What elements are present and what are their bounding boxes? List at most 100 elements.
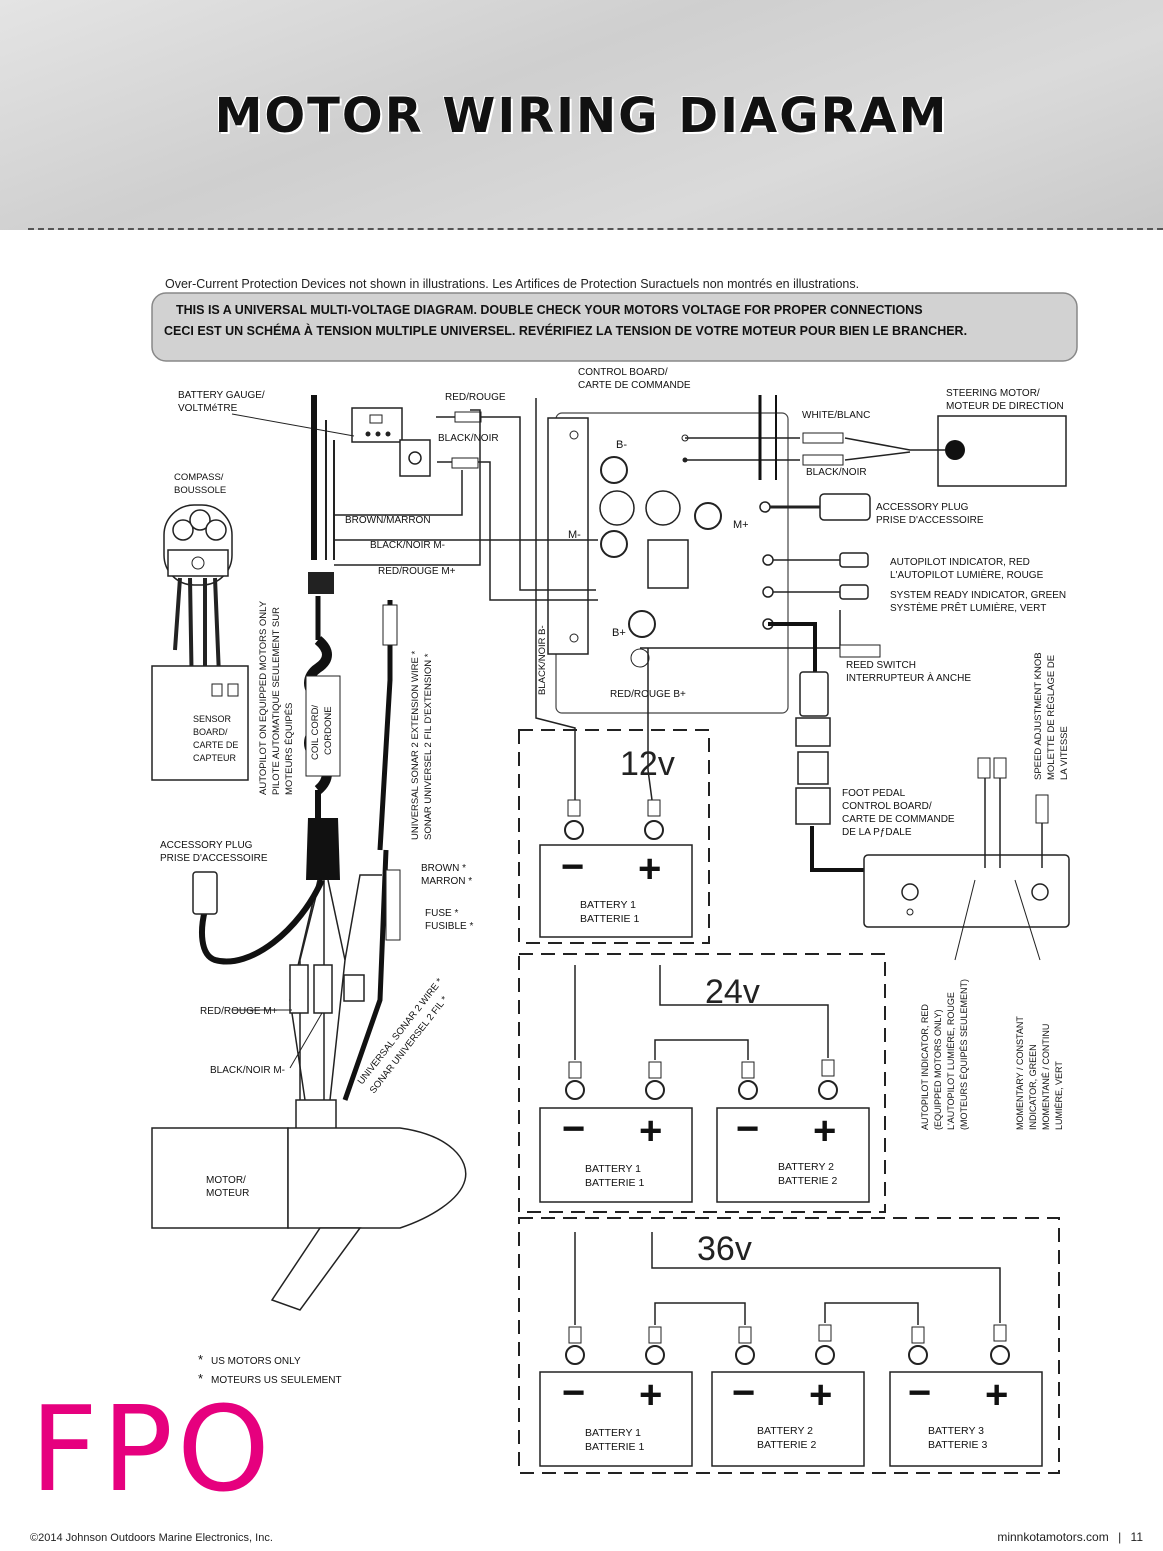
label-moteur: MOTEUR (206, 1188, 249, 1199)
label-mom-v4: LUMIÈRE, VERT (1054, 1061, 1064, 1130)
label-speed-3: LA VITESSE (1059, 726, 1070, 780)
b36-2-minus: − (732, 1371, 755, 1415)
label-black-noir-b: BLACK/NOIR B- (537, 625, 548, 695)
autopilot-led (839, 552, 869, 568)
label-red-rouge-top: RED/ROUGE (445, 392, 506, 403)
label-mom-v1: MOMENTARY / CONSTANT (1015, 1016, 1025, 1130)
b12-1-plus: + (638, 847, 661, 891)
foot-pedal-connector (795, 671, 831, 825)
label-red-rouge-m: RED/ROUGE M+ (378, 566, 456, 577)
asterisk-2: * (198, 1371, 203, 1386)
label-black-noir-steer: BLACK/NOIR (806, 467, 867, 478)
section-12v (518, 729, 710, 944)
header-divider (28, 228, 1163, 230)
cable-boot (306, 818, 340, 880)
battery-36v-2 (711, 1324, 865, 1467)
accessory-plug-right (819, 493, 871, 521)
label-foot-pedal: FOOT PEDAL (842, 788, 906, 799)
label-system-ready-2: SYSTÈME PRÊT LUMIÈRE, VERT (890, 601, 1046, 614)
label-red-rouge-m-left: RED/ROUGE M+ (200, 1006, 278, 1017)
label-accessory-left-2: PRISE D'ACCESSOIRE (160, 853, 268, 864)
label-system-ready-1: SYSTEM READY INDICATOR, GREEN (890, 590, 1066, 601)
b24-1-line1: BATTERY 1 (585, 1163, 641, 1175)
motor (151, 1099, 467, 1311)
system-ready-led (839, 584, 869, 600)
label-ap-v2: (EQUIPPED MOTORS ONLY) (933, 1009, 943, 1130)
voltage-12v: 12v (620, 745, 675, 783)
accessory-plug-left (192, 871, 218, 915)
footer-copyright: ©2014 Johnson Outdoors Marine Electronic… (30, 1532, 273, 1544)
overcurrent-note: Over-Current Protection Devices not show… (165, 277, 859, 291)
label-autopilot-ind-2: L'AUTOPILOT LUMIÈRE, ROUGE (890, 568, 1044, 581)
label-ap-v1: AUTOPILOT INDICATOR, RED (920, 1004, 930, 1130)
battery-24v-2 (716, 1059, 870, 1203)
battery-36v-1 (539, 1326, 693, 1467)
label-autopilot-ind-1: AUTOPILOT INDICATOR, RED (890, 557, 1030, 568)
label-m-minus: M- (568, 529, 581, 541)
label-foot-carte: CARTE DE COMMANDE (842, 814, 955, 825)
label-black-noir-m: BLACK/NOIR M- (370, 540, 445, 551)
label-foot-control: CONTROL BOARD/ (842, 801, 932, 812)
label-battery-gauge: BATTERY GAUGE/ (178, 390, 265, 401)
label-white-blanc: WHITE/BLANC (802, 410, 870, 421)
label-b-minus: B- (616, 439, 627, 451)
coil-cord (304, 636, 341, 794)
control-board (547, 412, 789, 714)
label-capteur: CAPTEUR (193, 753, 237, 763)
label-voltmetre: VOLTMéTRE (178, 403, 238, 414)
b36-3-plus: + (985, 1373, 1008, 1417)
label-accessory-plug-1: ACCESSORY PLUG (876, 502, 969, 513)
label-steering-motor: STEERING MOTOR/ (946, 388, 1040, 399)
label-mom-v3: MOMENTANÉ / CONTINU (1041, 1024, 1051, 1130)
b36-2-line1: BATTERY 2 (757, 1425, 813, 1437)
label-marron-star: MARRON * (421, 876, 472, 887)
label-moteur-direction: MOTEUR DE DIRECTION (946, 401, 1064, 412)
asterisk-1: * (198, 1352, 203, 1367)
label-sensor-board: BOARD/ (193, 727, 228, 737)
note-us-only: US MOTORS ONLY (211, 1356, 301, 1367)
reed-switch (839, 644, 881, 658)
label-speed-2: MOLETTE DE RÉGLAGE DE (1046, 655, 1057, 780)
banner-line-2: CECI EST UN SCHÉMA À TENSION MULTIPLE UN… (164, 323, 967, 338)
connector-black-m (313, 964, 333, 1014)
b36-2-plus: + (809, 1373, 832, 1417)
fuse-sonar (343, 974, 365, 1002)
b36-3-line1: BATTERY 3 (928, 1425, 984, 1437)
label-boussole: BOUSSOLE (174, 485, 226, 496)
banner-line-1: THIS IS A UNIVERSAL MULTI-VOLTAGE DIAGRA… (176, 303, 923, 317)
compass (163, 504, 233, 720)
label-b-plus: B+ (612, 627, 626, 639)
footer-site-link[interactable]: minnkotamotors.com (997, 1530, 1109, 1544)
label-fuse-star: FUSE * (425, 908, 458, 919)
fuse-black (451, 457, 479, 469)
battery-36v-3 (889, 1324, 1043, 1467)
label-sensor: SENSOR (193, 714, 232, 724)
label-autopilot-v1: AUTOPILOT ON EQUIPPED MOTORS ONLY (258, 600, 269, 795)
label-ap-v3: L'AUTOPILOT LUMIÈRE, ROUGE (946, 992, 956, 1130)
b36-1-line2: BATTERIE 1 (585, 1441, 644, 1453)
label-reed-switch: REED SWITCH (846, 660, 916, 671)
b36-1-plus: + (639, 1373, 662, 1417)
label-cordone: CORDONE (323, 706, 334, 755)
b24-2-line1: BATTERY 2 (778, 1161, 834, 1173)
label-black-noir-m-left: BLACK/NOIR M- (210, 1065, 285, 1076)
fuse-red (454, 411, 482, 423)
b36-1-minus: − (562, 1371, 585, 1415)
label-speed-1: SPEED ADJUSTMENT KNOB (1033, 652, 1044, 780)
b12-1-line2: BATTERIE 1 (580, 913, 639, 925)
b24-1-minus: − (562, 1107, 585, 1151)
label-autopilot-v2: PILOTE AUTOMATIQUE SEULEMENT SUR (271, 607, 282, 795)
label-foot-pedale: DE LA PƒDALE (842, 827, 912, 838)
section-24v (518, 953, 886, 1213)
b36-3-minus: − (908, 1371, 931, 1415)
page-title: MOTOR WIRING DIAGRAM (214, 88, 949, 144)
b24-2-line2: BATTERIE 2 (778, 1175, 837, 1187)
footer-separator: | (1118, 1530, 1122, 1544)
page-header: MOTOR WIRING DIAGRAM (0, 0, 1163, 230)
label-accessory-left-1: ACCESSORY PLUG (160, 840, 253, 851)
label-carte-commande: CARTE DE COMMANDE (578, 380, 691, 391)
label-mom-v2: INDICATOR, GREEN (1028, 1044, 1038, 1130)
voltage-36v: 36v (697, 1230, 752, 1268)
b12-1-minus: − (561, 845, 584, 889)
